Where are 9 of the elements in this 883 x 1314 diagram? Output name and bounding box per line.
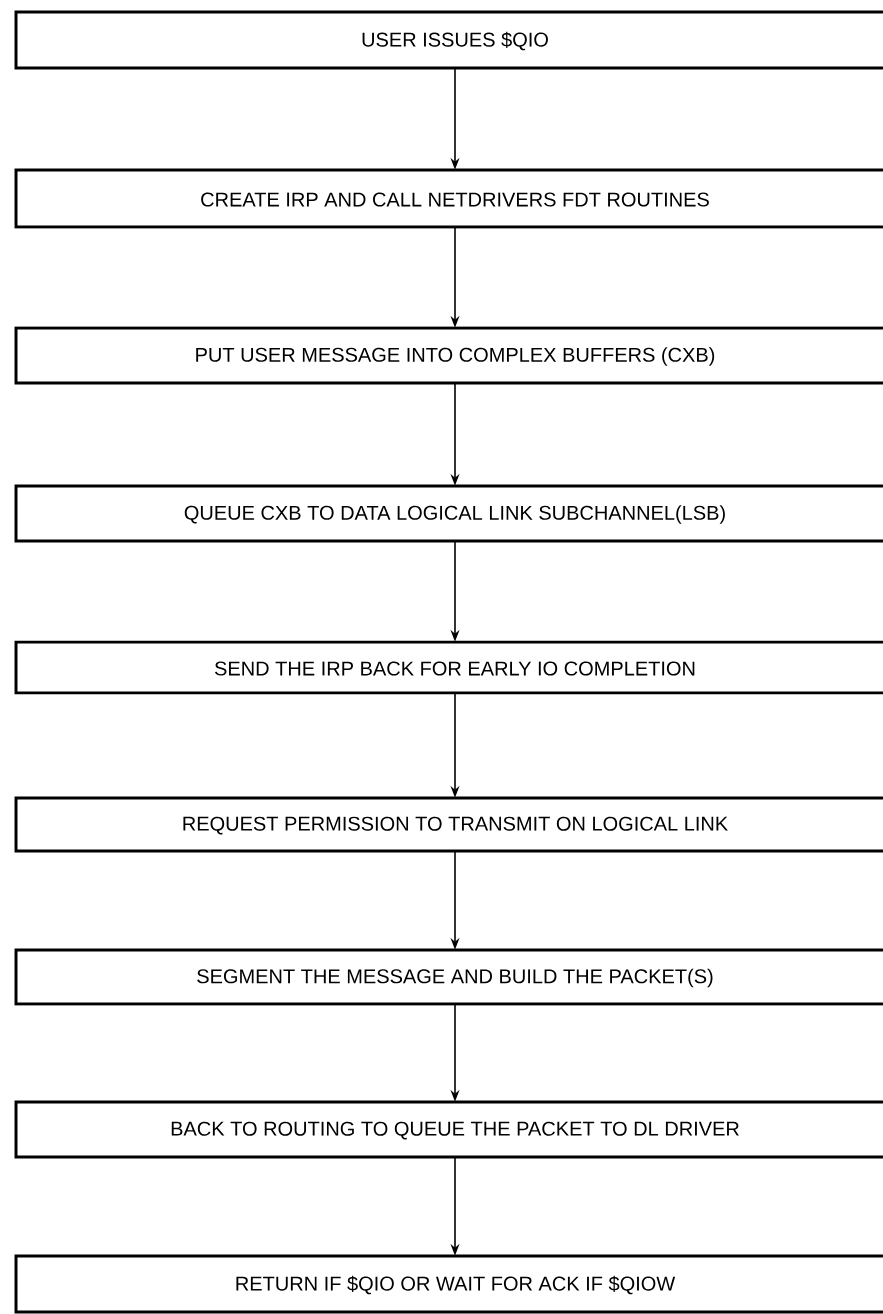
process-box: BACK TO ROUTING TO QUEUE THE PACKET TO DL DRIVER <box>14 1100 883 1159</box>
process-box: PUT USER MESSAGE INTO COMPLEX BUFFERS (CXB) <box>14 326 883 385</box>
process-box: REQUEST PERMISSION TO TRANSMIT ON LOGICAL LINK <box>14 796 883 853</box>
process-box: USER ISSUES $QIO <box>14 10 883 70</box>
process-box: SEND THE IRP BACK FOR EARLY IO COMPLETION <box>14 640 883 695</box>
process-box: SEGMENT THE MESSAGE AND BUILD THE PACKET(S) <box>14 948 883 1006</box>
process-box: RETURN IF $QIO OR WAIT FOR ACK IF $QIOW <box>14 1254 883 1314</box>
process-box: CREATE IRP AND CALL NETDRIVERS FDT ROUTINES <box>14 168 883 229</box>
process-box: QUEUE CXB TO DATA LOGICAL LINK SUBCHANNEL(LSB) <box>14 484 883 543</box>
